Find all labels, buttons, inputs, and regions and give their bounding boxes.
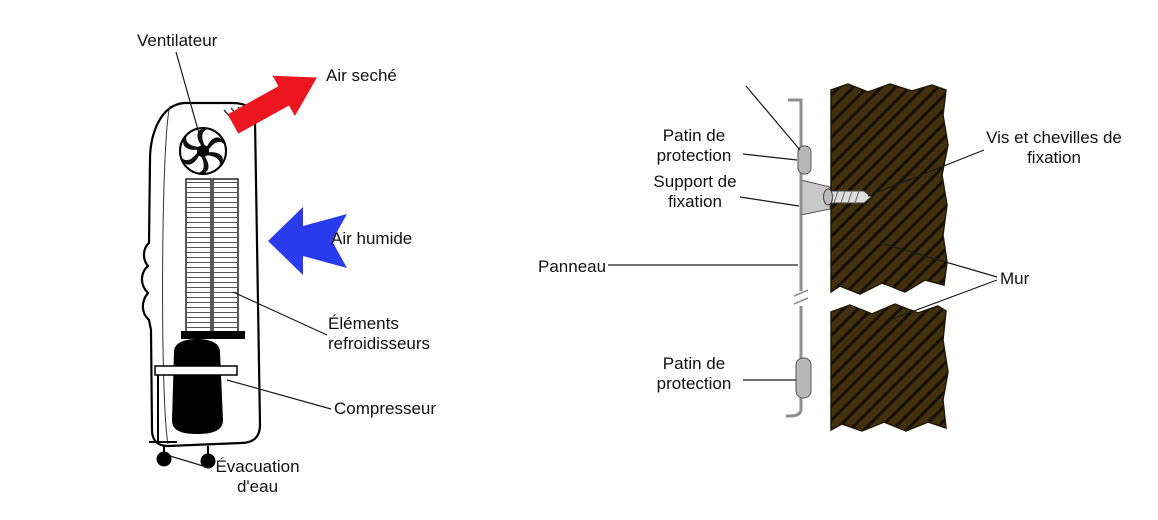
- panel-profile: [786, 98, 803, 418]
- label-screws: Vis et chevilles de fixation: [986, 128, 1122, 167]
- leader-screws: [867, 149, 985, 197]
- leader-wall-upper: [883, 243, 998, 278]
- leader-fan: [175, 51, 203, 145]
- leader-pad-top-diagonal: [745, 85, 801, 151]
- label-water-drain: Évacuation d'eau: [215, 457, 300, 496]
- label-protection-pad-top: Patin de protection: [656, 126, 732, 165]
- label-fixing-bracket: Support de fixation: [653, 172, 737, 211]
- wheel-left: [156, 451, 172, 467]
- wheels: [156, 445, 216, 469]
- dehumidifier-unit: [140, 101, 262, 469]
- leader-lines-right: [608, 85, 998, 381]
- leader-lines-left: [169, 51, 332, 469]
- compressor-bracket: [149, 375, 177, 443]
- label-protection-pad-bottom: Patin de protection: [656, 354, 732, 393]
- dry-air-arrow: [227, 75, 317, 134]
- slat-base-bar: [181, 331, 245, 339]
- screw-head: [823, 188, 833, 206]
- leader-water-drain: [169, 455, 211, 469]
- leader-bracket: [739, 196, 800, 207]
- leader-pad-top: [742, 153, 798, 161]
- label-humid-air: Air humide: [331, 229, 413, 248]
- wall-mount-diagram: [608, 83, 998, 432]
- wall-section-bottom: [830, 303, 949, 432]
- label-panel: Panneau: [538, 257, 607, 276]
- protection-pad-top: [797, 145, 812, 175]
- leader-cooling-elements: [232, 291, 328, 336]
- panel-break-marks: [793, 289, 809, 305]
- cooling-elements: [181, 178, 245, 339]
- compressor-plate: [154, 365, 238, 376]
- label-compressor: Compresseur: [334, 399, 437, 418]
- label-dry-air: Air seché: [326, 66, 397, 85]
- wall-section-top: [830, 83, 949, 295]
- fan-hub: [197, 145, 209, 157]
- label-wall: Mur: [1000, 269, 1030, 288]
- unit-inner-seam: [162, 105, 171, 445]
- fan-illustration: [179, 125, 227, 177]
- leader-compressor: [226, 379, 332, 410]
- humid-air-arrow: [268, 207, 347, 275]
- label-cooling-elements: Éléments refroidisseurs: [328, 314, 431, 353]
- label-fan: Ventilateur: [137, 31, 218, 50]
- protection-pad-bottom: [795, 357, 812, 399]
- leader-wall-lower: [886, 279, 998, 322]
- wheel-right: [200, 453, 216, 469]
- compressor-illustration: [149, 339, 238, 443]
- screw-illustration: [823, 188, 872, 206]
